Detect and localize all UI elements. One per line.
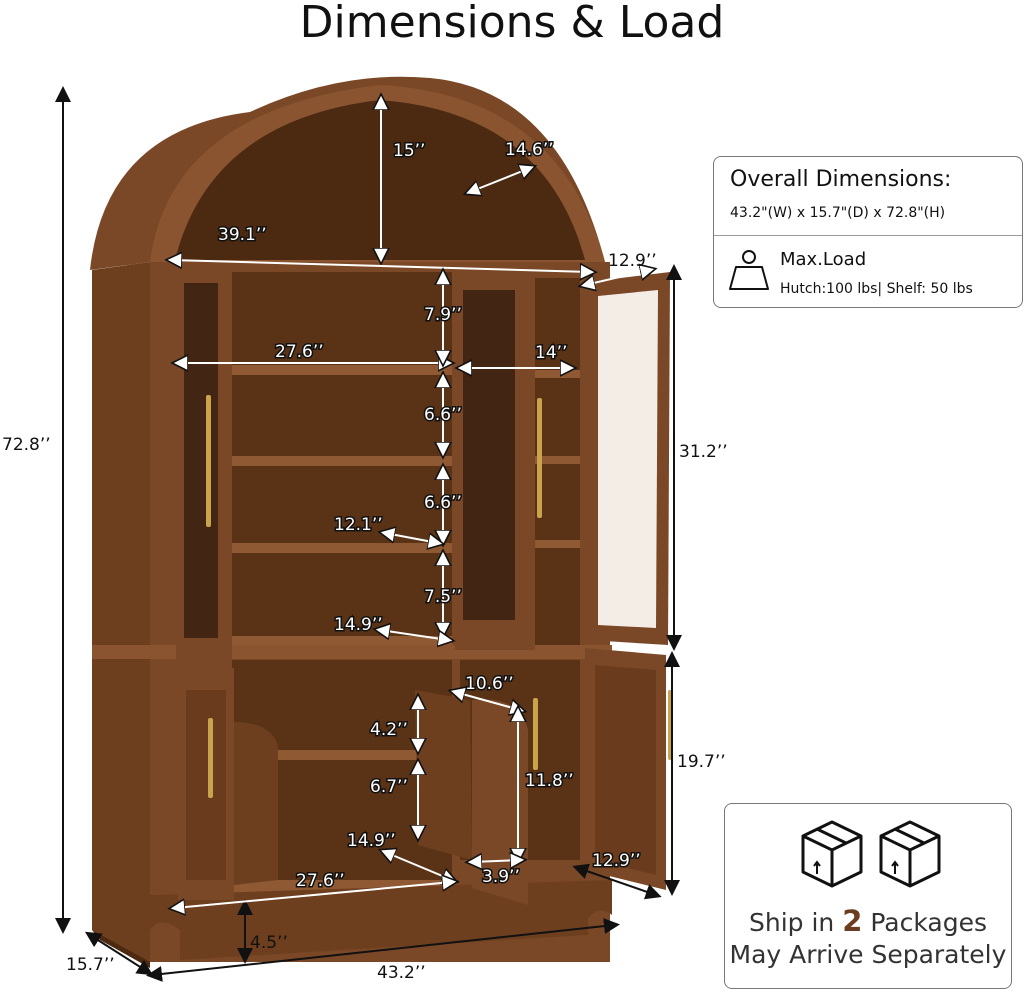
dimension-lines — [55, 86, 682, 982]
dim-right-shelf-width: 14’’ — [535, 343, 567, 363]
weight-icon — [729, 250, 769, 290]
dim-top-width: 39.1’’ — [218, 225, 267, 245]
dim-lower-inner-height: 11.8’’ — [525, 771, 574, 791]
ship-suffix: Packages — [862, 908, 987, 937]
package-count: 2 — [842, 904, 863, 938]
package-box-icon — [801, 820, 863, 888]
max-load-label: Max.Load — [780, 249, 867, 270]
dim-arch-depth: 14.6’’ — [505, 140, 554, 160]
ship-packages-text: Ship in 2 Packages — [725, 904, 1011, 938]
dim-left-shelf-width: 27.6’’ — [275, 342, 324, 362]
dim-lower-door-width: 12.9’’ — [592, 851, 641, 871]
package-box-icon — [879, 820, 941, 888]
dim-shelf-depth-upper-bottom: 14.9’’ — [334, 615, 383, 635]
glass-door-right — [588, 272, 670, 645]
divider — [714, 235, 1022, 236]
dim-width-total: 43.2’’ — [377, 963, 426, 983]
dim-base-clearance: 4.5’’ — [250, 933, 288, 953]
overall-dimensions-value: 43.2"(W) x 15.7"(D) x 72.8"(H) — [730, 205, 946, 221]
dim-lower-depth: 14.9’’ — [347, 831, 396, 851]
lower-door-left — [178, 668, 278, 900]
dim-lower-small-gap: 3.9’’ — [482, 867, 520, 887]
max-load-detail: Hutch:100 lbs| Shelf: 50 lbs — [780, 281, 973, 297]
overall-dimensions-heading: Overall Dimensions: — [730, 167, 952, 192]
arrive-separately-text: May Arrive Separately — [729, 940, 1007, 969]
dim-lower-inner-width: 10.6’’ — [465, 674, 514, 694]
overall-dimensions-panel: Overall Dimensions: 43.2"(W) x 15.7"(D) … — [713, 156, 1023, 308]
dim-gap-3: 7.5’’ — [424, 587, 462, 607]
dim-lower-height-total: 19.7’’ — [677, 752, 726, 772]
page-title: Dimensions & Load — [299, 0, 725, 48]
dim-gap-1: 6.6’’ — [424, 405, 462, 425]
glass-door-left — [176, 265, 232, 665]
dim-gap-2: 6.6’’ — [424, 493, 462, 513]
dim-arch-height: 15’’ — [393, 141, 425, 161]
inner-dimension-lines — [172, 100, 650, 908]
dim-shelf-depth-upper: 12.1’’ — [334, 515, 383, 535]
dim-height-total: 72.8’’ — [2, 435, 51, 455]
dim-lower-gap-2: 6.7’’ — [370, 777, 408, 797]
shipping-panel: Ship in 2 Packages May Arrive Separately — [724, 803, 1012, 989]
glass-door-center — [455, 270, 542, 650]
dim-depth: 15.7’’ — [66, 955, 115, 975]
dim-top-gap: 7.9’’ — [424, 305, 462, 325]
dim-upper-height: 31.2’’ — [679, 442, 728, 462]
ship-prefix: Ship in — [748, 908, 843, 937]
dim-lower-gap-1: 4.2’’ — [370, 720, 408, 740]
dim-lower-left-width: 27.6’’ — [296, 871, 345, 891]
dim-door-width-top: 12.9’’ — [608, 251, 657, 271]
lower-door-right — [585, 648, 672, 890]
